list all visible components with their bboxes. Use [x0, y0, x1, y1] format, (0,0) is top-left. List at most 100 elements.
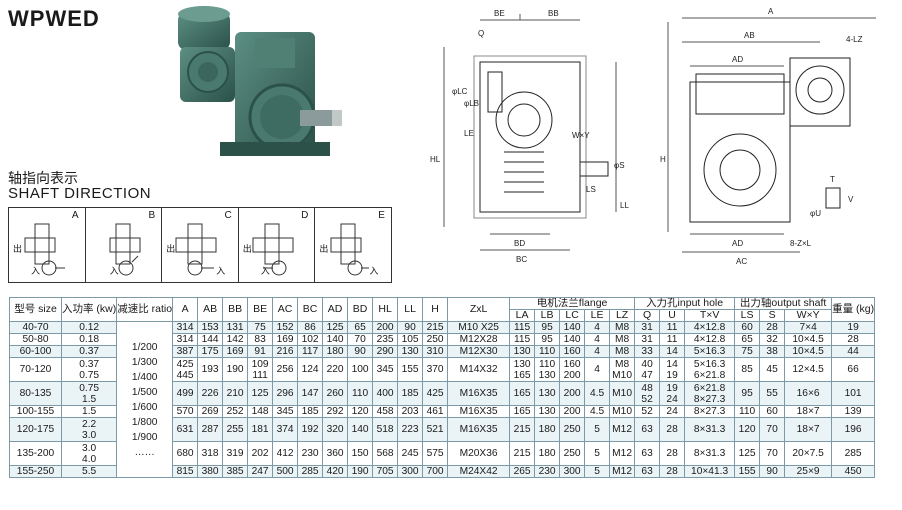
- table-subheader-row: LA LB LC LE LZ Q U T×V LS S W×Y: [10, 309, 875, 322]
- table-cell: 705: [372, 465, 399, 478]
- table-cell: 380: [197, 465, 224, 478]
- table-cell: 215: [509, 417, 536, 442]
- table-cell: 461: [422, 405, 449, 418]
- direction-letter: D: [301, 210, 309, 221]
- table-cell: 70-120: [9, 357, 62, 382]
- table-cell: 300: [559, 465, 586, 478]
- out-label: 出: [166, 244, 176, 254]
- table-cell: 400: [372, 381, 399, 406]
- table-cell: M10 X25: [447, 321, 511, 334]
- direction-panel-c: C 出 入: [162, 208, 239, 282]
- label-q: Q: [478, 29, 484, 38]
- table-cell: 296: [272, 381, 299, 406]
- table-cell: 285: [297, 465, 324, 478]
- table-cell: 10×4.5: [784, 345, 833, 358]
- label-ll: LL: [620, 201, 629, 210]
- col-ac: AC: [272, 297, 299, 322]
- table-cell: 412: [272, 441, 299, 466]
- table-cell: 148: [247, 405, 274, 418]
- table-cell: 25×9: [784, 465, 833, 478]
- table-cell: 385: [222, 465, 249, 478]
- table-cell: 14: [659, 345, 686, 358]
- table-cell: 75: [734, 345, 761, 358]
- table-cell: 33: [634, 345, 661, 358]
- table-cell: 28: [659, 441, 686, 466]
- table-cell: M12X30: [447, 345, 511, 358]
- table-cell: 11: [659, 321, 686, 334]
- table-cell: 101: [831, 381, 876, 406]
- table-cell: 60: [759, 405, 786, 418]
- label-bc: BC: [516, 255, 527, 264]
- col-power: 入功率 (kw): [60, 297, 118, 322]
- table-cell: 5.5: [60, 465, 118, 478]
- label-bd: BD: [514, 239, 525, 248]
- table-cell: 310: [422, 345, 449, 358]
- table-cell: 0.37: [60, 345, 118, 358]
- table-cell: 320: [322, 417, 349, 442]
- table-header-row: 型号 size 入功率 (kw) 减速比 ratio A AB BB BE AC…: [9, 297, 876, 322]
- table-cell: 24: [659, 405, 686, 418]
- table-cell: 70: [759, 441, 786, 466]
- direction-panel-b: B 入: [86, 208, 163, 282]
- table-cell: 160: [559, 345, 586, 358]
- table-cell: 124: [297, 357, 324, 382]
- table-cell: 8×31.3: [684, 417, 736, 442]
- table-cell: 370: [422, 357, 449, 382]
- label-ad-bottom: AD: [732, 239, 743, 248]
- table-cell: 63: [634, 441, 661, 466]
- table-cell: 19: [831, 321, 876, 334]
- col-h: H: [422, 297, 449, 322]
- table-cell: 32: [759, 333, 786, 346]
- table-cell: 200: [559, 381, 586, 406]
- table-cell: 169: [222, 345, 249, 358]
- table-cell: 28: [759, 321, 786, 334]
- direction-panel-e: E 出 入: [315, 208, 391, 282]
- table-cell: 0.18: [60, 333, 118, 346]
- label-lz: 4-LZ: [846, 35, 863, 44]
- col-lb: LB: [534, 309, 561, 322]
- table-cell: 314: [172, 321, 199, 334]
- gearbox-diagram-icon: [330, 223, 370, 276]
- table-cell: 38: [759, 345, 786, 358]
- table-cell: 60-100: [9, 345, 62, 358]
- ratio-value: 1/200: [131, 341, 158, 353]
- table-cell: 40-70: [9, 321, 62, 334]
- table-cell: 420: [322, 465, 349, 478]
- table-cell: 10×41.3: [684, 465, 736, 478]
- table-cell: 117: [297, 345, 324, 358]
- table-cell: 292: [322, 405, 349, 418]
- table-cell: M8: [609, 333, 636, 346]
- table-cell: 247: [247, 465, 274, 478]
- shaft-direction-panels: A 出 入 B 入 C 出 入 D 出 入 E 出 入: [8, 207, 392, 283]
- table-cell: 155: [734, 465, 761, 478]
- table-cell: 120: [734, 417, 761, 442]
- table-cell: 105: [397, 333, 424, 346]
- table-cell: 130: [534, 381, 561, 406]
- label-a: A: [768, 7, 774, 16]
- direction-panel-a: A 出 入: [9, 208, 86, 282]
- table-cell: 139: [831, 405, 876, 418]
- table-cell: 190: [347, 465, 374, 478]
- table-cell: 4: [584, 357, 611, 382]
- table-cell: M20X36: [447, 441, 511, 466]
- col-wxy: W×Y: [784, 309, 833, 322]
- table-cell: 387: [172, 345, 199, 358]
- table-cell: 115: [509, 333, 536, 346]
- label-h: H: [660, 155, 666, 164]
- table-cell: 5: [584, 465, 611, 478]
- table-cell: M8: [609, 321, 636, 334]
- table-cell: M24X42: [447, 465, 511, 478]
- table-cell: 226: [197, 381, 224, 406]
- table-cell: 200: [559, 405, 586, 418]
- table-cell: 680: [172, 441, 199, 466]
